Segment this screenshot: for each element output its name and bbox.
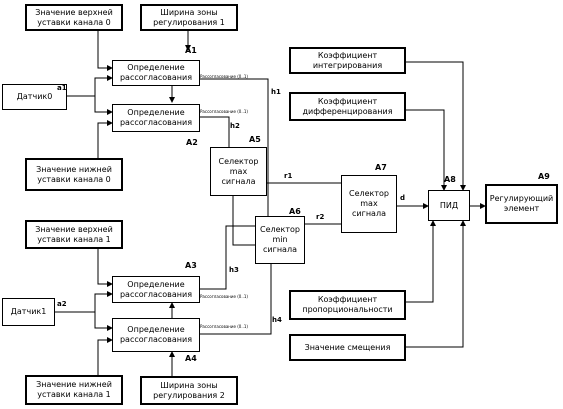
differentiation-coefficient: Коэффициент дифференцирования [289, 92, 406, 121]
conn-lower0-det2 [97, 120, 113, 158]
conn-kdiff-pid [406, 109, 447, 191]
integration-coefficient: Коэффициент интегрирования [289, 47, 406, 74]
proportionality-coefficient: Коэффициент пропорциональности [289, 290, 406, 320]
pid-controller-a8-label: ПИД [439, 200, 459, 210]
tag-a5: A5 [249, 135, 261, 144]
conn-sensor0-det1 [67, 75, 113, 97]
upper-setpoint-channel-0-label: Значение верхней уставки канала 0 [35, 7, 113, 27]
proportionality-coefficient-label: Коэффициент пропорциональности [302, 295, 393, 314]
conn-upper1-det3 [97, 249, 113, 287]
mismatch-label-a4: Рассогласование (0..1) [200, 324, 248, 329]
tag-a8: A8 [444, 175, 456, 184]
tag-a9: A9 [538, 172, 550, 181]
upper-setpoint-channel-1: Значение верхней уставки канала 1 [25, 220, 123, 249]
lower-setpoint-channel-1-label: Значение нижней уставки канала 1 [36, 380, 112, 399]
tag-a7: A7 [375, 163, 387, 172]
upper-setpoint-channel-0: Значение верхней уставки канала 0 [25, 4, 123, 31]
max-selector-a5: Селектор max сигнала [210, 147, 267, 196]
signal-r1: r1 [284, 172, 293, 180]
min-selector-a6: Селектор min сигнала [255, 216, 305, 264]
conn-sensor1-det4 [55, 311, 113, 331]
conn-det2-sel5 [200, 116, 230, 147]
offset-value-label: Значение смещения [304, 342, 391, 352]
conn-sensor0-det2 [67, 95, 113, 115]
max-selector-a7: Селектор max сигнала [341, 175, 397, 233]
signal-d: d [400, 194, 406, 202]
regulating-element-a9-label: Регулирующий элемент [489, 194, 554, 213]
signal-r2: r2 [316, 213, 325, 221]
mismatch-detector-a3: Определение рассогласования [112, 276, 200, 303]
tag-a4: A4 [185, 354, 197, 363]
sensor-1: Датчик1 [2, 298, 55, 326]
signal-h4: h4 [272, 316, 282, 324]
signal-a2: a2 [57, 300, 67, 308]
zone-width-2-label: Ширина зоны регулирования 2 [153, 380, 225, 400]
sensor-0-label: Датчик0 [16, 92, 53, 101]
conn-lower1-det4 [97, 337, 113, 375]
mismatch-detector-a2-label: Определение рассогласования [119, 108, 193, 127]
lower-setpoint-channel-1: Значение нижней уставки канала 1 [25, 375, 123, 405]
min-selector-a6-label: Селектор min сигнала [259, 225, 300, 254]
lower-setpoint-channel-0-label: Значение нижней уставки канала 0 [36, 164, 112, 184]
offset-value: Значение смещения [289, 334, 406, 361]
integration-coefficient-label: Коэффициент интегрирования [312, 50, 383, 70]
signal-a1: a1 [57, 84, 67, 92]
signal-h2: h2 [230, 122, 240, 130]
mismatch-detector-a4: Определение рассогласования [112, 318, 200, 352]
conn-det4-sel6 [200, 264, 272, 335]
mismatch-detector-a1-label: Определение рассогласования [119, 63, 193, 82]
regulating-element-a9: Регулирующий элемент [485, 184, 558, 224]
max-selector-a7-label: Селектор max сигнала [348, 189, 389, 218]
zone-width-1-label: Ширина зоны регулирования 1 [153, 7, 225, 27]
max-selector-a5-label: Селектор max сигнала [218, 156, 259, 186]
mismatch-label-a3: Рассогласование (0..1) [200, 294, 248, 299]
mismatch-detector-a1: Определение рассогласования [112, 60, 200, 86]
tag-a1: A1 [185, 46, 197, 55]
mismatch-detector-a4-label: Определение рассогласования [119, 325, 193, 344]
mismatch-label-a2: Рассогласование (0..1) [200, 109, 248, 114]
conn-kint-pid [406, 61, 466, 191]
signal-h3: h3 [229, 266, 239, 274]
conn-kprop-pid [406, 220, 436, 303]
signal-h1: h1 [271, 88, 281, 96]
differentiation-coefficient-label: Коэффициент дифференцирования [302, 96, 393, 116]
mismatch-label-a1: Рассогласование (0..1) [200, 74, 248, 79]
zone-width-1: Ширина зоны регулирования 1 [140, 4, 238, 31]
sensor-0: Датчик0 [2, 84, 67, 110]
conn-upper0-det1 [97, 31, 113, 71]
lower-setpoint-channel-0: Значение нижней уставки канала 0 [25, 158, 123, 191]
sensor-1-label: Датчик1 [10, 307, 47, 316]
zone-width-2: Ширина зоны регулирования 2 [140, 376, 238, 405]
conn-offset-pid [406, 220, 466, 348]
mismatch-detector-a3-label: Определение рассогласования [119, 279, 193, 299]
pid-controller-a8: ПИД [428, 190, 470, 221]
mismatch-detector-a2: Определение рассогласования [112, 104, 200, 132]
upper-setpoint-channel-1-label: Значение верхней уставки канала 1 [35, 224, 113, 244]
tag-a2: A2 [186, 138, 198, 147]
tag-a6: A6 [289, 207, 301, 216]
tag-a3: A3 [185, 261, 197, 270]
conn-det3-sel6 [200, 225, 255, 290]
